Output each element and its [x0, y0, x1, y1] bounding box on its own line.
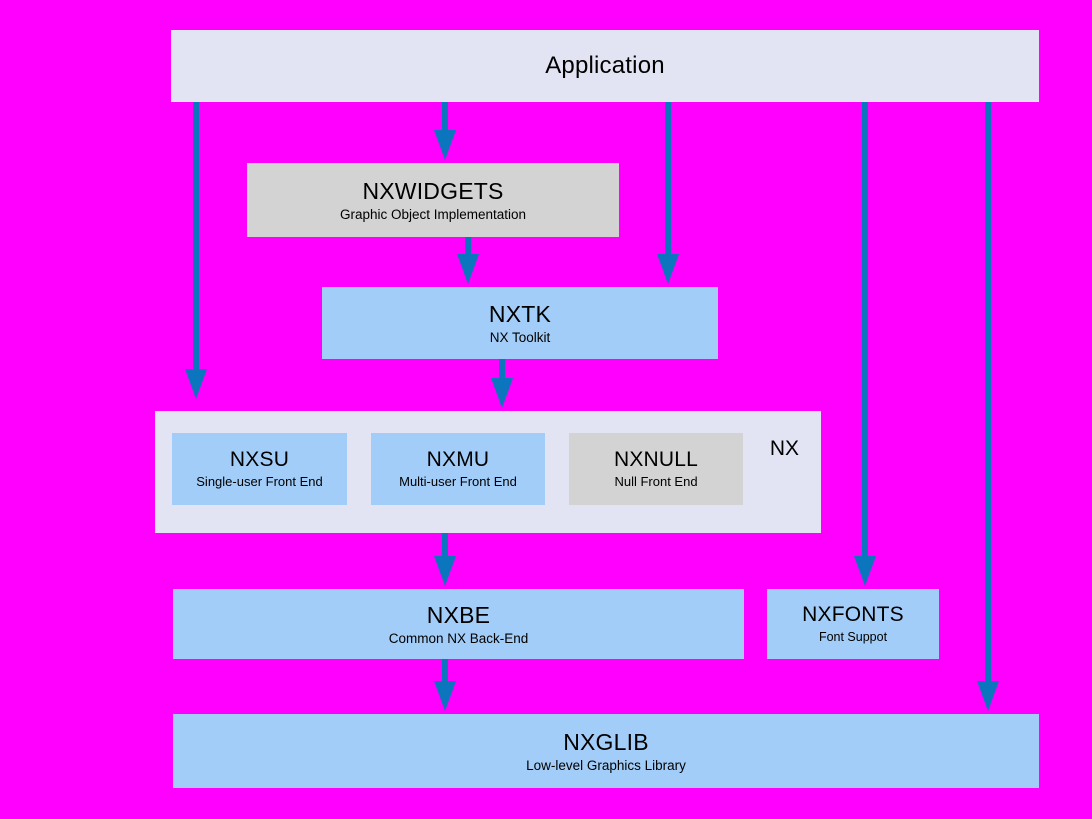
box-application-title: Application [545, 52, 665, 80]
nx-to-nxbe-arrowhead [434, 556, 456, 586]
box-nxglib-title: NXGLIB [563, 728, 649, 755]
box-nxwidgets-subtitle: Graphic Object Implementation [339, 206, 527, 222]
nxwidgets-to-nxtk-arrowhead [457, 254, 479, 284]
application-to-nxfonts-arrowhead [854, 556, 876, 586]
box-nxfonts-title: NXFONTS [802, 603, 904, 627]
box-nxsu-title: NXSU [229, 447, 290, 471]
box-nxtk-title: NXTK [488, 300, 552, 327]
box-application[interactable]: Application [171, 30, 1039, 102]
nxtk-to-nx-shaft [499, 359, 505, 378]
box-nxsu-subtitle: Single-user Front End [196, 474, 323, 490]
box-nxbe[interactable]: NXBE Common NX Back-End [173, 589, 744, 659]
nxtk-to-nx-arrowhead [491, 378, 513, 408]
box-nxsu[interactable]: NXSU Single-user Front End [172, 433, 347, 505]
application-to-nxglib-arrowhead [977, 681, 999, 711]
nxbe-to-nxglib-arrowhead [434, 681, 456, 711]
box-nx-container[interactable]: NXSU Single-user Front End NXMU Multi-us… [155, 411, 821, 533]
box-nxmu[interactable]: NXMU Multi-user Front End [371, 433, 545, 505]
box-nxtk-subtitle: NX Toolkit [489, 329, 551, 345]
box-nxfonts[interactable]: NXFONTS Font Suppot [767, 589, 939, 659]
box-nxglib[interactable]: NXGLIB Low-level Graphics Library [173, 714, 1039, 788]
application-to-nxglib-shaft [985, 102, 991, 681]
box-nxnull[interactable]: NXNULL Null Front End [569, 433, 743, 505]
application-to-nx-shaft [193, 102, 199, 369]
application-to-nxwidgets-arrowhead [434, 130, 456, 160]
box-nxbe-subtitle: Common NX Back-End [388, 630, 529, 646]
box-nxbe-title: NXBE [426, 601, 491, 628]
box-nxtk[interactable]: NXTK NX Toolkit [322, 287, 718, 359]
box-nxmu-title: NXMU [426, 447, 490, 471]
box-nx-label: NX [769, 437, 799, 460]
box-nxnull-title: NXNULL [613, 447, 699, 471]
application-to-nxtk-shaft [665, 102, 671, 254]
application-to-nxtk-arrowhead [657, 254, 679, 284]
nxwidgets-to-nxtk-shaft [465, 237, 471, 254]
box-nxnull-subtitle: Null Front End [614, 474, 698, 490]
application-to-nxfonts-shaft [862, 102, 868, 556]
nxbe-to-nxglib-shaft [442, 659, 448, 681]
box-nxwidgets-title: NXWIDGETS [362, 177, 504, 204]
box-nxfonts-subtitle: Font Suppot [818, 630, 888, 645]
box-nxglib-subtitle: Low-level Graphics Library [526, 757, 686, 773]
application-to-nxwidgets-shaft [442, 102, 448, 130]
box-nxmu-subtitle: Multi-user Front End [399, 474, 517, 490]
box-nxwidgets[interactable]: NXWIDGETS Graphic Object Implementation [247, 163, 619, 237]
nx-to-nxbe-shaft [442, 533, 448, 556]
application-to-nx-arrowhead [185, 369, 207, 399]
